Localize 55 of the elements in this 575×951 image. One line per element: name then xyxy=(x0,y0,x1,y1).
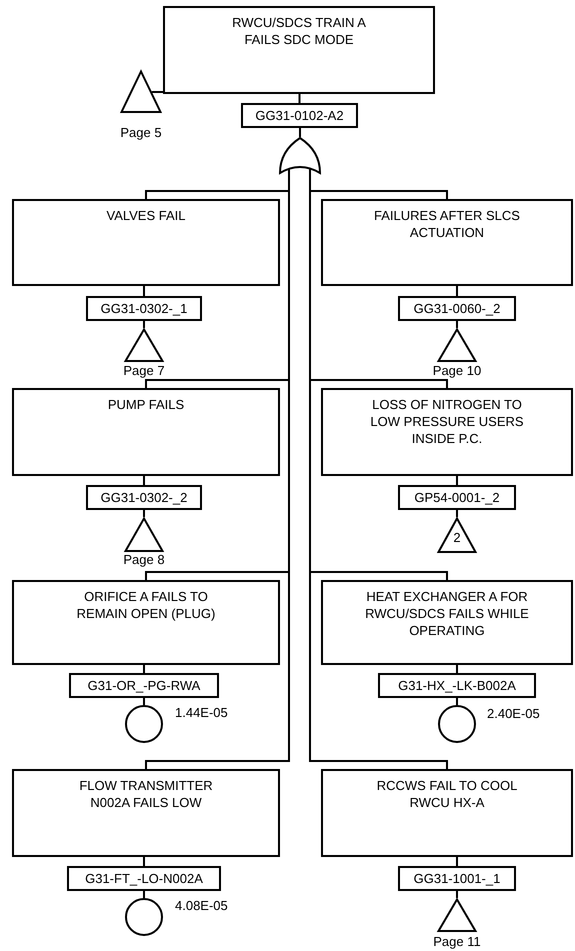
transfer-triangle xyxy=(120,70,162,113)
basic-event-circle xyxy=(438,705,476,743)
connector-line xyxy=(143,857,145,866)
page-reference: Page 5 xyxy=(119,125,163,140)
page-reference: Page 7 xyxy=(122,363,166,378)
probability-value: 4.08E-05 xyxy=(175,898,229,913)
event-box: RCCWS FAIL TO COOL RWCU HX-A xyxy=(321,769,573,857)
transfer-triangle xyxy=(124,517,164,552)
probability-value: 2.40E-05 xyxy=(487,706,541,721)
connector-line xyxy=(456,891,458,898)
connector-line xyxy=(143,476,145,485)
page-reference: Page 11 xyxy=(432,934,482,949)
connector-line xyxy=(152,91,163,93)
connector-line xyxy=(456,286,458,296)
connector-line xyxy=(143,321,145,328)
event-box: HEAT EXCHANGER A FOR RWCU/SDCS FAILS WHILE OPERATING xyxy=(321,580,573,665)
page-reference: Page 10 xyxy=(432,363,482,378)
connector-line xyxy=(143,665,145,673)
event-box: ORIFICE A FAILS TO REMAIN OPEN (PLUG) xyxy=(12,580,280,665)
event-code-box: G31-FT_-LO-N002A xyxy=(67,866,221,891)
event-code-box: G31-HX_-LK-B002A xyxy=(378,673,536,698)
event-code-box: GG31-1001-_1 xyxy=(398,866,516,891)
probability-value: 1.44E-05 xyxy=(175,705,229,720)
page-reference: Page 8 xyxy=(122,552,166,567)
connector-line xyxy=(143,286,145,296)
basic-event-circle xyxy=(125,705,163,743)
connector-line xyxy=(456,476,458,485)
transfer-triangle xyxy=(124,328,164,362)
event-box: FLOW TRANSMITTER N002A FAILS LOW xyxy=(12,769,280,857)
event-box: PUMP FAILS xyxy=(12,388,280,476)
or-gate xyxy=(278,137,322,175)
event-code-box: GG31-0060-_2 xyxy=(398,296,516,321)
event-code-box: GP54-0001-_2 xyxy=(398,485,516,510)
event-code-box: GG31-0102-A2 xyxy=(241,103,358,128)
connector-line xyxy=(299,128,301,137)
event-box: FAILURES AFTER SLCS ACTUATION xyxy=(321,199,573,286)
connector-line xyxy=(456,321,458,328)
connector-line xyxy=(143,510,145,517)
connector-line xyxy=(143,891,145,898)
event-code-box: GG31-0302-_1 xyxy=(86,296,202,321)
basic-event-circle xyxy=(125,898,163,936)
transfer-triangle xyxy=(437,898,477,932)
transfer-triangle: 2 xyxy=(437,517,477,553)
connector-line xyxy=(456,857,458,866)
connector-line xyxy=(456,698,458,705)
connector-line xyxy=(143,698,145,705)
event-box: RWCU/SDCS TRAIN A FAILS SDC MODE xyxy=(163,6,435,94)
event-code-box: GG31-0302-_2 xyxy=(86,485,202,510)
transfer-triangle xyxy=(437,328,477,362)
connector-line xyxy=(456,510,458,517)
connector-line xyxy=(456,665,458,673)
event-code-box: G31-OR_-PG-RWA xyxy=(69,673,219,698)
connector-line xyxy=(298,94,300,103)
event-box: VALVES FAIL xyxy=(12,199,280,286)
event-box: LOSS OF NITROGEN TO LOW PRESSURE USERS INSIDE P.C. xyxy=(321,388,573,476)
